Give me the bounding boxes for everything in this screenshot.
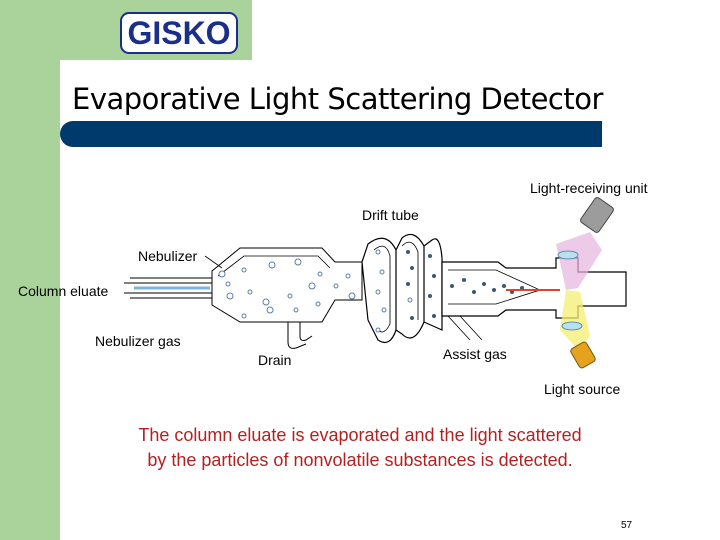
page-number: 57: [621, 520, 633, 531]
receiver-lens: [557, 250, 579, 260]
caption: The column eluate is evaporated and the …: [80, 423, 640, 473]
label-light-source: Light source: [544, 381, 621, 397]
column-eluate-tube: [124, 277, 212, 299]
source-lens: [561, 321, 583, 331]
label-assist-gas: Assist gas: [443, 346, 507, 362]
assist-gas-inlet: [447, 315, 483, 341]
title-bar: [60, 121, 602, 147]
label-nebulizer: Nebulizer: [138, 248, 198, 264]
logo-text: GISKO: [127, 15, 230, 51]
drift-tube: [361, 233, 443, 343]
light-source: [570, 341, 596, 369]
label-light-receiving-unit: Light-receiving unit: [530, 180, 648, 196]
nebulizer-chamber: [211, 247, 363, 323]
light-beam-source: [560, 290, 590, 352]
drain-pipe: [287, 322, 313, 349]
nebulizer-leader: [204, 255, 223, 269]
caption-line-2: by the particles of nonvolatile substanc…: [147, 450, 573, 470]
page-title: Evaporative Light Scattering Detector: [72, 82, 603, 116]
gisko-logo: GISKO: [120, 12, 238, 54]
label-nebulizer-gas: Nebulizer gas: [95, 333, 181, 349]
caption-line-1: The column eluate is evaporated and the …: [138, 425, 582, 445]
label-drift-tube: Drift tube: [362, 207, 419, 223]
label-drain: Drain: [258, 352, 292, 368]
measurement-chamber: [441, 257, 627, 319]
light-beam-receiver: [556, 232, 602, 290]
light-receiving-unit: [580, 197, 614, 233]
label-column-eluate: Column eluate: [18, 283, 109, 299]
left-decor-band: [0, 0, 60, 540]
droplets: [218, 249, 413, 333]
